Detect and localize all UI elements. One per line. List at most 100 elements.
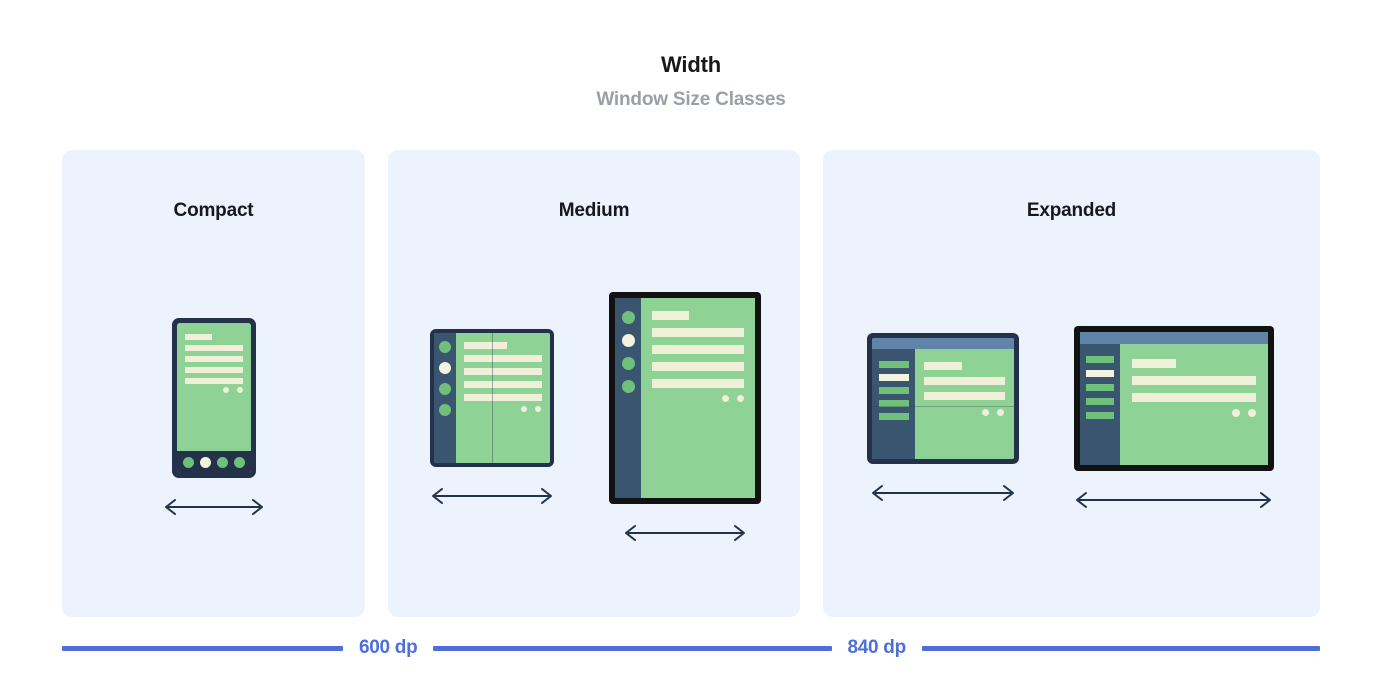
- content-dot: [997, 408, 1004, 416]
- content-bar: [1131, 358, 1177, 368]
- breakpoint-label-600: 600 dp: [359, 637, 418, 658]
- page-title: Width: [661, 52, 721, 77]
- content-dot-pair: [722, 395, 744, 402]
- content-bar: [464, 381, 542, 388]
- width-arrow-icon: [160, 498, 268, 521]
- content-dot: [521, 406, 527, 412]
- breakpoint-label-840: 840 dp: [847, 637, 907, 658]
- content-bar: [184, 378, 243, 384]
- content-dot: [722, 395, 729, 402]
- content-bar: [652, 345, 744, 354]
- content-dot: [1231, 408, 1240, 417]
- scale-segment-compact: [62, 645, 343, 651]
- content-bar: [652, 328, 744, 337]
- panel-title-medium: Medium: [558, 200, 630, 221]
- breakpoint-scale: 600 dp 840 dp: [62, 637, 1320, 659]
- content-bar: [184, 345, 243, 351]
- content-bar: [464, 342, 507, 349]
- content-bar: [184, 356, 243, 362]
- fold-line: [492, 333, 493, 463]
- device-list-compact: [62, 222, 365, 617]
- content-bar: [924, 361, 963, 370]
- phone-content: [176, 323, 251, 451]
- nav-item: [439, 383, 451, 395]
- foldable-landscape-content: [915, 348, 1014, 459]
- device-list-expanded: [823, 222, 1320, 617]
- tablet-portrait-content: [641, 298, 755, 498]
- device-list-medium: [388, 222, 800, 617]
- nav-item: [878, 412, 909, 420]
- panel-compact[interactable]: Compact: [62, 150, 365, 617]
- nav-item: [439, 404, 451, 416]
- navigation-rail: [615, 298, 641, 498]
- panel-title-expanded: Expanded: [1026, 200, 1117, 221]
- nav-item-selected: [1085, 369, 1114, 377]
- device-group-foldable-portrait: [427, 329, 557, 510]
- content-bar: [652, 362, 744, 371]
- fold-line: [872, 406, 1014, 408]
- content-bar: [924, 391, 1005, 400]
- width-arrow-icon: [867, 484, 1019, 507]
- device-group-tablet-portrait: [609, 292, 761, 547]
- nav-item: [878, 386, 909, 394]
- foldable-portrait-content: [456, 333, 550, 463]
- nav-item: [182, 456, 194, 468]
- panel-title-compact: Compact: [173, 200, 254, 221]
- content-dot: [982, 408, 989, 416]
- tablet-landscape-body: [1079, 343, 1268, 465]
- panel-medium[interactable]: Medium: [388, 150, 800, 617]
- nav-item-selected: [199, 456, 211, 468]
- content-dot-pair: [521, 406, 541, 412]
- device-phone: [171, 318, 256, 478]
- scale-segment-medium: [433, 645, 832, 651]
- device-tablet-landscape: [1073, 325, 1274, 471]
- nav-item: [1085, 397, 1114, 405]
- device-foldable-landscape: [867, 332, 1019, 464]
- content-dot: [737, 395, 744, 402]
- panel-expanded[interactable]: Expanded: [823, 150, 1320, 617]
- content-bar: [184, 367, 243, 373]
- foldable-landscape-screen: [872, 337, 1014, 459]
- device-group-phone: [160, 318, 268, 521]
- nav-item: [621, 311, 635, 324]
- content-bar: [464, 355, 542, 362]
- phone-bottom-nav: [176, 451, 251, 473]
- nav-item: [216, 456, 228, 468]
- device-group-tablet-landscape: [1071, 325, 1276, 514]
- content-dot: [1247, 408, 1256, 417]
- content-bar: [1131, 392, 1256, 402]
- nav-item-selected: [621, 334, 635, 347]
- content-dot: [535, 406, 541, 412]
- nav-item: [621, 380, 635, 393]
- device-tablet-portrait: [609, 292, 761, 504]
- chart-header: Width Window Size Classes: [0, 0, 1382, 111]
- app-top-bar: [1079, 331, 1268, 344]
- nav-item: [1085, 383, 1114, 391]
- nav-item: [878, 360, 909, 368]
- size-class-panels: Compact: [62, 150, 1320, 617]
- width-arrow-icon: [1071, 491, 1276, 514]
- content-bar: [184, 334, 213, 340]
- tablet-landscape-screen: [1079, 331, 1268, 465]
- nav-item: [233, 456, 245, 468]
- nav-item: [439, 341, 451, 353]
- navigation-rail: [1079, 343, 1120, 465]
- nav-item: [1085, 355, 1114, 363]
- content-dot-pair: [222, 387, 243, 393]
- scale-segment-expanded: [921, 645, 1320, 651]
- content-dot: [236, 387, 243, 393]
- content-bar: [652, 379, 744, 388]
- content-bar: [652, 311, 689, 320]
- width-arrow-icon: [427, 487, 557, 510]
- navigation-rail: [434, 333, 456, 463]
- content-bar: [1131, 375, 1256, 385]
- content-dot-pair: [1231, 408, 1256, 417]
- nav-item: [621, 357, 635, 370]
- tablet-portrait-screen: [615, 298, 755, 498]
- content-dot: [222, 387, 229, 393]
- device-foldable-portrait: [430, 329, 554, 467]
- app-top-bar: [872, 337, 1014, 349]
- nav-item-selected: [439, 362, 451, 374]
- content-dot-pair: [982, 408, 1004, 416]
- tablet-landscape-content: [1119, 343, 1268, 465]
